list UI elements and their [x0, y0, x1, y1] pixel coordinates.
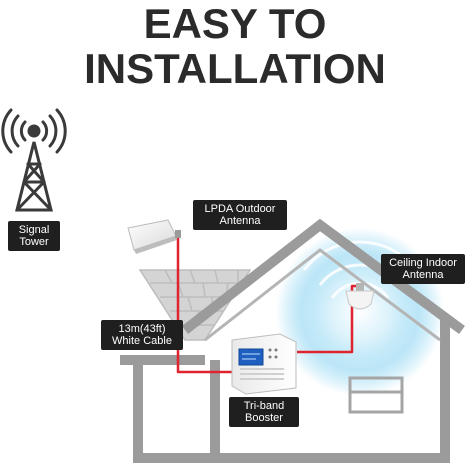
signal-tower-icon [1, 108, 67, 212]
indoor-antenna-label-line-1: Ceiling Indoor [389, 257, 457, 269]
booster-label: Tri-band Booster [229, 397, 299, 427]
window [348, 376, 404, 414]
booster-device-icon [231, 333, 297, 395]
signal-tower-label: Signal Tower [8, 221, 60, 251]
signal-tower-label-line-1: Signal [18, 224, 50, 236]
indoor-antenna-label: Ceiling Indoor Antenna [381, 254, 465, 284]
house-outline [120, 218, 465, 463]
cable-label: 13m(43ft) White Cable [101, 320, 183, 350]
outdoor-antenna-label-line-1: LPDA Outdoor [204, 203, 276, 215]
booster-label-line-1: Tri-band [243, 400, 285, 412]
booster-label-line-2: Booster [245, 412, 283, 424]
headline-line-1: EASY TO [143, 0, 327, 47]
outdoor-antenna-label-line-2: Antenna [219, 215, 261, 227]
cable-label-line-1: 13m(43ft) [118, 323, 166, 335]
ceiling-antenna-icon [345, 283, 375, 310]
indoor-antenna-label-line-2: Antenna [402, 269, 444, 281]
signal-tower-label-line-2: Tower [19, 236, 49, 248]
house-ceiling-line [204, 248, 441, 342]
outdoor-antenna-label: LPDA Outdoor Antenna [193, 200, 287, 230]
headline-line-2: INSTALLATION [84, 45, 386, 92]
lpda-antenna-icon [127, 219, 181, 254]
cable-label-line-2: White Cable [112, 335, 172, 347]
